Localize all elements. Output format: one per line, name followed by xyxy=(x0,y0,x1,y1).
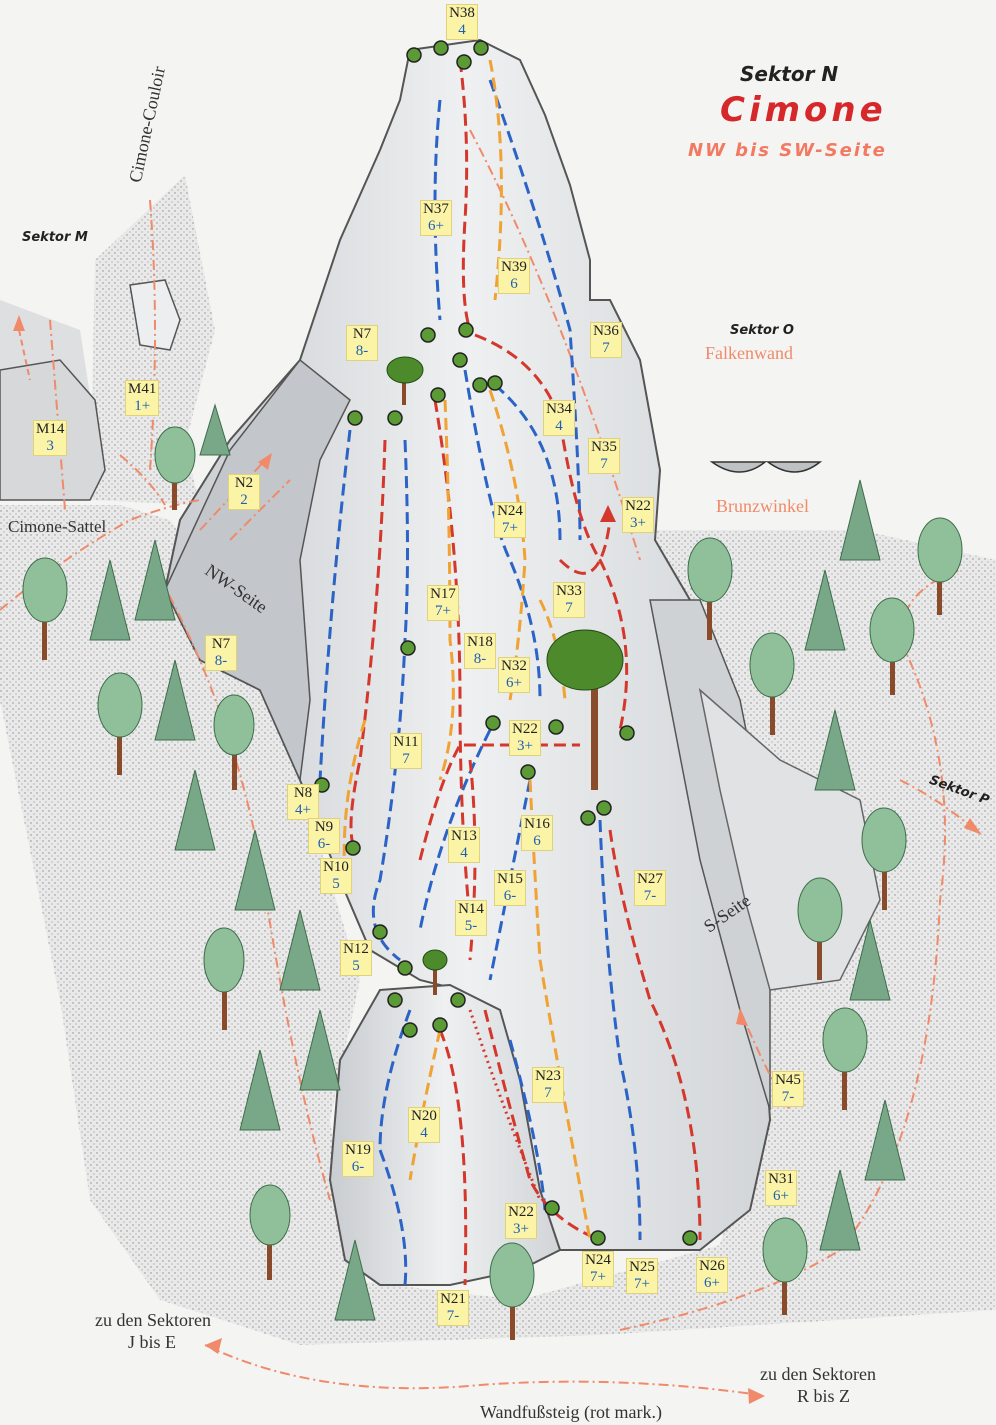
place-sektor-m: Sektor M xyxy=(22,230,88,245)
route-label: N277- xyxy=(634,870,666,906)
place-wandfuss: Wandfußsteig (rot mark.) xyxy=(480,1402,662,1423)
place-brunzwinkel: Brunzwinkel xyxy=(716,496,809,517)
path-wandfuss xyxy=(205,1345,760,1395)
route-label: N384 xyxy=(446,4,478,40)
place-falkenwand: Falkenwand xyxy=(705,343,793,364)
place-to-j-e-1: zu den Sektoren xyxy=(95,1310,211,1331)
route-label: M411+ xyxy=(125,380,159,416)
boulder xyxy=(768,462,820,472)
tree-icon xyxy=(840,480,880,560)
place-sektor-o: Sektor O xyxy=(730,323,794,338)
arrow-right xyxy=(748,1388,765,1404)
crag-name: Cimone xyxy=(720,90,887,130)
boulder xyxy=(712,462,765,472)
crag-side: NW bis SW-Seite xyxy=(688,140,887,161)
place-to-r-z-2: R bis Z xyxy=(797,1386,850,1407)
place-to-r-z-1: zu den Sektoren xyxy=(760,1364,876,1385)
tree-icon xyxy=(200,405,230,455)
route-label: N367 xyxy=(590,322,622,358)
route-label: N196- xyxy=(342,1141,374,1177)
sector-title: Sektor N xyxy=(740,62,838,86)
place-cimone-sattel: Cimone-Sattel xyxy=(8,517,106,537)
place-to-j-e-2: J bis E xyxy=(128,1332,176,1353)
